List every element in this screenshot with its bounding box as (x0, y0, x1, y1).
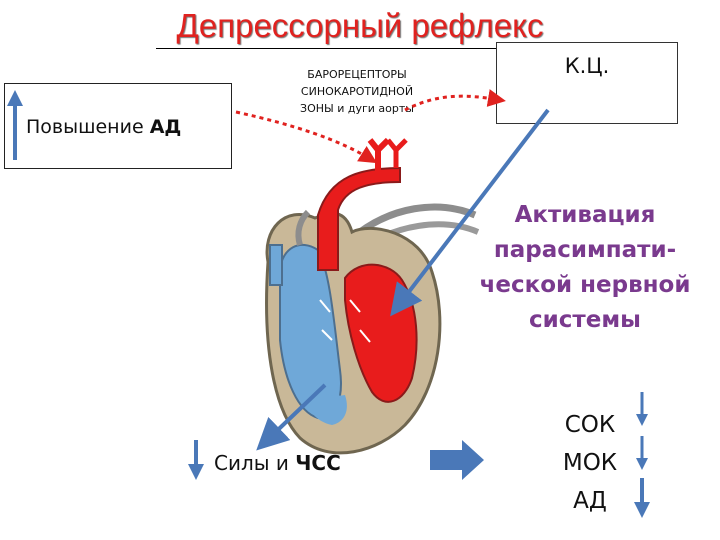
down-arrow-icon (188, 440, 204, 480)
increase-bp-bold: АД (149, 116, 182, 138)
right-block-arrow-icon (430, 440, 484, 480)
up-arrow-icon (7, 90, 23, 160)
effect-bold: ЧСС (295, 451, 341, 475)
increase-bp-box (4, 83, 232, 169)
title-underline (156, 48, 564, 49)
activation-line-2: парасимпати- (493, 237, 677, 263)
outcome-ad: АД (573, 488, 607, 514)
parasympathetic-activation-label: Активация парасимпати- ческой нервной си… (460, 198, 710, 338)
increase-bp-prefix: Повышение (26, 116, 150, 138)
increase-bp-label: Повышение АД (26, 116, 181, 138)
effect-prefix: Силы и (214, 451, 296, 475)
baroreceptors-label: БАРОРЕЦЕПТОРЫ СИНОКАРОТИДНОЙ ЗОНЫ и дуги… (268, 66, 446, 117)
activation-line-1: Активация (514, 202, 656, 228)
baroreceptors-line-1: БАРОРЕЦЕПТОРЫ (307, 68, 407, 81)
ad-down-arrow-icon (634, 478, 650, 518)
activation-line-4: системы (529, 307, 641, 333)
baroreceptors-line-2: СИНОКАРОТИДНОЙ (300, 85, 414, 98)
baroreceptors-line-3: ЗОНЫ и дуги аорты (300, 102, 414, 115)
effect-arrow (256, 383, 327, 451)
mok-down-arrow-icon (636, 436, 648, 470)
diagram-title: Депрессорный рефлекс (176, 7, 544, 44)
stimulus-dotted-arrow (235, 110, 378, 164)
afferent-dotted-arrow (404, 89, 506, 112)
outcome-mok: МОК (562, 450, 618, 476)
sok-down-arrow-icon (636, 392, 648, 426)
force-and-heart-rate-label: Силы и ЧСС (214, 451, 341, 475)
outcome-sok: СОК (564, 412, 616, 438)
heart-illustration (265, 137, 480, 455)
cardiovascular-center-box (496, 42, 678, 124)
cardiovascular-center-label: К.Ц. (564, 54, 610, 78)
activation-line-3: ческой нервной (479, 272, 691, 298)
efferent-arrow-to-heart (390, 108, 550, 317)
